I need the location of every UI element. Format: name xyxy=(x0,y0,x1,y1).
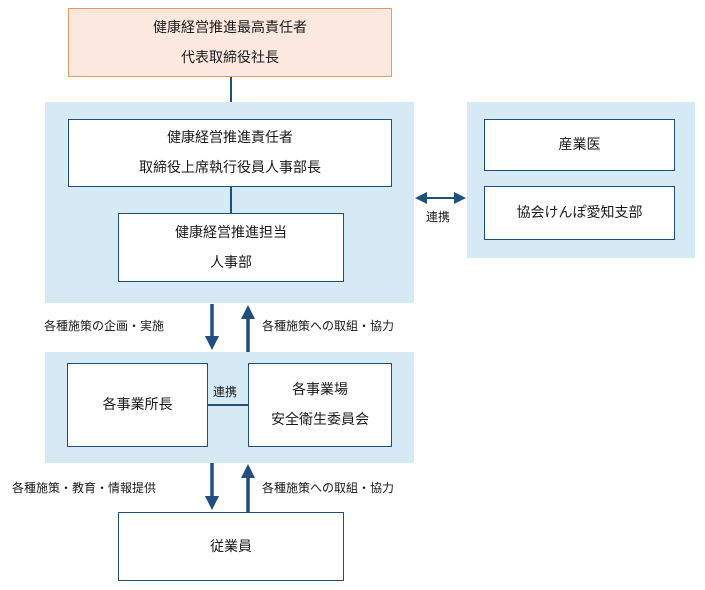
flow1-up-label: 各種施策への取組・協力 xyxy=(262,319,395,333)
flow2-down-label: 各種施策・教育・情報提供 xyxy=(12,481,157,495)
management-internal-line xyxy=(230,186,232,214)
managers-box: 各事業所長 xyxy=(67,363,208,447)
staff-box-title: 健康経営推進担当 xyxy=(175,224,287,241)
employees-box: 従業員 xyxy=(118,512,344,581)
responsible-box-title: 健康経営推進責任者 xyxy=(167,130,293,146)
committee-box-subtitle: 安全衛生委員会 xyxy=(271,412,369,428)
managers-box-label: 各事業所長 xyxy=(102,397,173,413)
association-box: 協会けんぽ愛知支部 xyxy=(484,186,675,240)
doctor-box-label: 産業医 xyxy=(558,137,601,153)
flow2-up-label: 各種施策への取組・協力 xyxy=(262,481,395,495)
sites-link-line xyxy=(208,404,249,406)
doctor-box: 産業医 xyxy=(484,119,675,171)
top-connector-line xyxy=(230,76,232,102)
staff-box-subtitle: 人事部 xyxy=(210,254,252,271)
flow1-down-label: 各種施策の企画・実施 xyxy=(44,319,165,333)
sites-link-label: 連携 xyxy=(213,385,238,399)
responsible-box-subtitle: 取締役上席執行役員人事部長 xyxy=(139,160,321,176)
staff-box: 健康経営推進担当 人事部 xyxy=(118,213,344,282)
responsible-box: 健康経営推進責任者 取締役上席執行役員人事部長 xyxy=(68,119,392,187)
employees-box-label: 従業員 xyxy=(210,538,252,555)
ceo-box-subtitle: 代表取締役社長 xyxy=(181,49,279,66)
partners-link-label: 連携 xyxy=(426,210,451,224)
committee-box-title: 各事業場 xyxy=(292,382,348,398)
association-box-label: 協会けんぽ愛知支部 xyxy=(516,205,643,221)
committee-box: 各事業場 安全衛生委員会 xyxy=(248,363,392,447)
ceo-box: 健康経営推進最高責任者 代表取締役社長 xyxy=(68,8,392,77)
ceo-box-title: 健康経営推進最高責任者 xyxy=(153,19,307,36)
